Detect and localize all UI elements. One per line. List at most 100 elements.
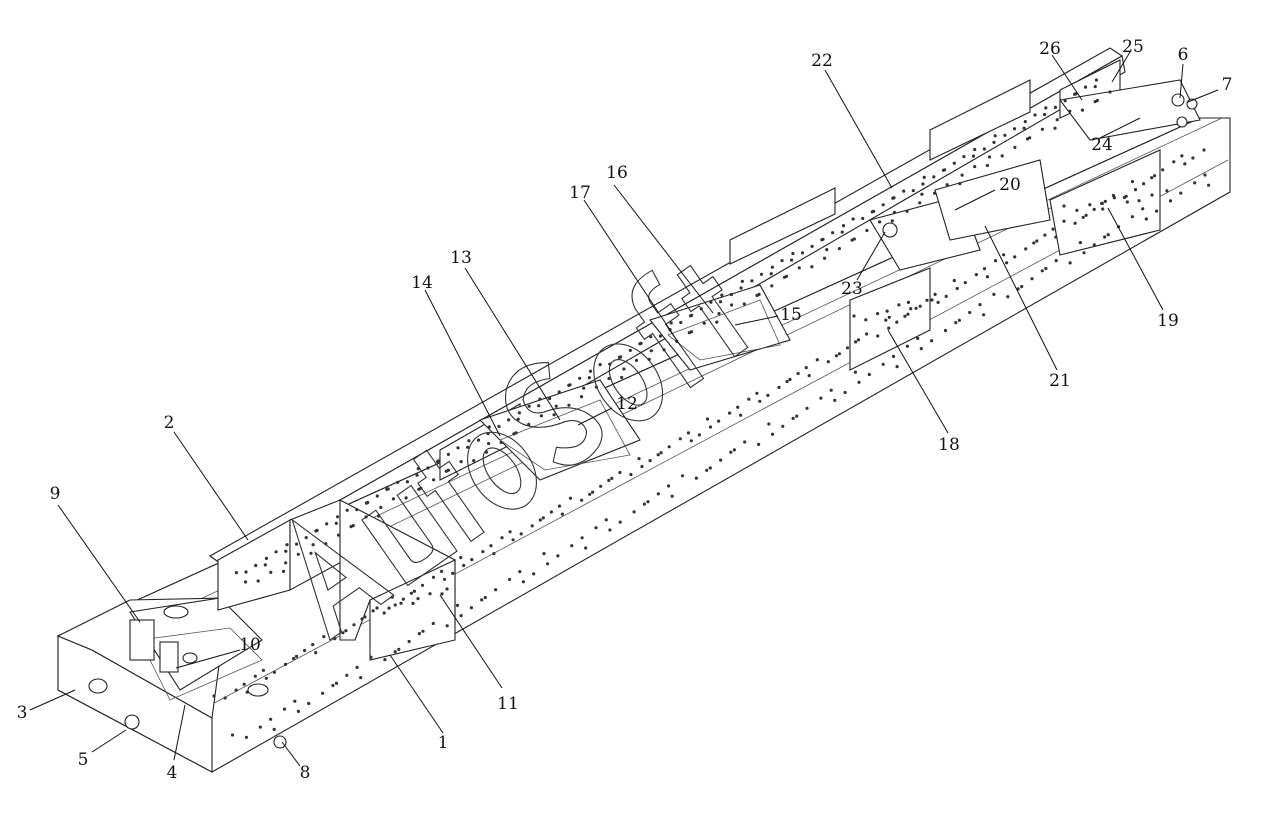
rivet-hole	[1141, 207, 1145, 211]
rivet-hole	[781, 424, 785, 428]
rivet-hole	[1013, 255, 1017, 259]
rivet-hole	[1183, 162, 1187, 166]
rivet-hole	[962, 155, 966, 159]
rivet-hole	[470, 558, 474, 562]
callout-6: 6	[1178, 45, 1189, 65]
rivet-hole	[304, 536, 308, 540]
callout-15: 15	[780, 305, 802, 325]
callout-24: 24	[1091, 135, 1113, 155]
rivet-hole	[831, 231, 835, 235]
rivet-hole	[610, 476, 614, 480]
rivet-hole	[720, 293, 724, 297]
rivet-hole	[634, 358, 639, 362]
rivet-hole	[431, 575, 436, 579]
rivet-hole	[552, 413, 556, 417]
rivet-hole	[628, 348, 632, 352]
callout-14: 14	[411, 273, 433, 293]
rivet-hole	[1112, 196, 1116, 200]
rivet-hole	[717, 312, 721, 316]
rivet-hole	[472, 459, 476, 463]
rivet-hole	[285, 543, 289, 547]
rivet-hole	[911, 189, 915, 193]
rivet-hole	[885, 309, 889, 313]
rivet-hole	[548, 396, 552, 401]
rivet-hole	[884, 318, 888, 322]
rivet-hole	[973, 147, 977, 152]
rivet-hole	[790, 258, 794, 262]
rivet-hole	[1053, 126, 1057, 130]
callout-9: 9	[50, 484, 61, 504]
rivet-hole	[1144, 217, 1148, 221]
rivet-hole	[269, 717, 273, 721]
rivet-hole	[537, 404, 541, 408]
rivet-hole	[604, 518, 608, 522]
rivet-hole	[309, 551, 313, 555]
rivet-hole	[244, 570, 248, 574]
rivet-hole	[973, 165, 977, 169]
callout-18: 18	[938, 435, 960, 455]
rivet-hole	[546, 562, 550, 566]
rivet-hole	[891, 354, 896, 358]
rivet-hole	[527, 422, 531, 426]
rivet-hole	[837, 352, 842, 356]
rivet-hole	[987, 155, 992, 159]
rivet-hole	[958, 182, 962, 186]
rivet-hole	[386, 487, 390, 491]
rivet-hole	[580, 536, 584, 540]
rivet-hole	[1053, 105, 1057, 109]
rivet-hole	[804, 366, 808, 370]
rivet-hole	[344, 629, 348, 633]
rivet-hole	[599, 484, 603, 488]
rivet-hole	[366, 500, 370, 505]
rivet-hole	[1202, 148, 1206, 152]
rivet-hole	[705, 468, 709, 472]
rivet-hole	[1168, 199, 1173, 203]
rivet-hole	[243, 580, 248, 584]
rivet-hole	[397, 647, 401, 652]
callout-1: 1	[438, 733, 449, 753]
rivet-hole	[1092, 207, 1096, 211]
rivet-hole	[697, 433, 702, 437]
rivet-hole	[916, 336, 920, 340]
rivet-hole	[1180, 154, 1184, 158]
rivet-hole	[968, 310, 972, 315]
rivet-hole	[620, 375, 624, 380]
callout-19: 19	[1157, 311, 1179, 331]
rivet-hole	[321, 691, 325, 695]
rivet-hole	[637, 457, 641, 461]
rivet-hole	[1023, 120, 1027, 124]
rivet-hole	[269, 570, 273, 575]
rivet-hole	[1006, 295, 1010, 299]
rivet-hole	[416, 597, 420, 601]
rivet-hole	[451, 571, 455, 576]
rivet-hole	[1155, 209, 1159, 213]
rivet-hole	[845, 346, 850, 350]
rivet-hole	[642, 502, 647, 506]
rivet-hole	[852, 314, 856, 318]
rivet-hole	[719, 300, 723, 304]
rivet-hole	[854, 340, 858, 344]
rivet-hole	[303, 648, 307, 653]
rivet-hole	[982, 147, 987, 151]
rivet-hole	[539, 414, 544, 418]
watermark	[291, 264, 749, 641]
rivet-hole	[1033, 113, 1037, 117]
rivet-hole	[1082, 251, 1086, 255]
rivet-hole	[982, 267, 987, 271]
rivet-hole	[1100, 201, 1104, 205]
rivet-hole	[591, 490, 595, 494]
rivet-hole	[1080, 108, 1085, 112]
rivet-hole	[680, 474, 685, 478]
callout-23: 23	[841, 279, 863, 299]
rivet-hole	[618, 520, 622, 524]
rivet-hole	[732, 448, 737, 452]
rivet-hole	[588, 492, 592, 496]
rivet-hole	[914, 306, 918, 310]
rivet-hole	[283, 662, 288, 667]
rivet-hole	[856, 338, 861, 342]
rivet-hole	[492, 552, 496, 556]
rivet-hole	[1032, 241, 1036, 245]
rivet-hole	[943, 328, 948, 333]
rivet-hole	[864, 318, 868, 322]
rivet-hole	[256, 579, 260, 583]
